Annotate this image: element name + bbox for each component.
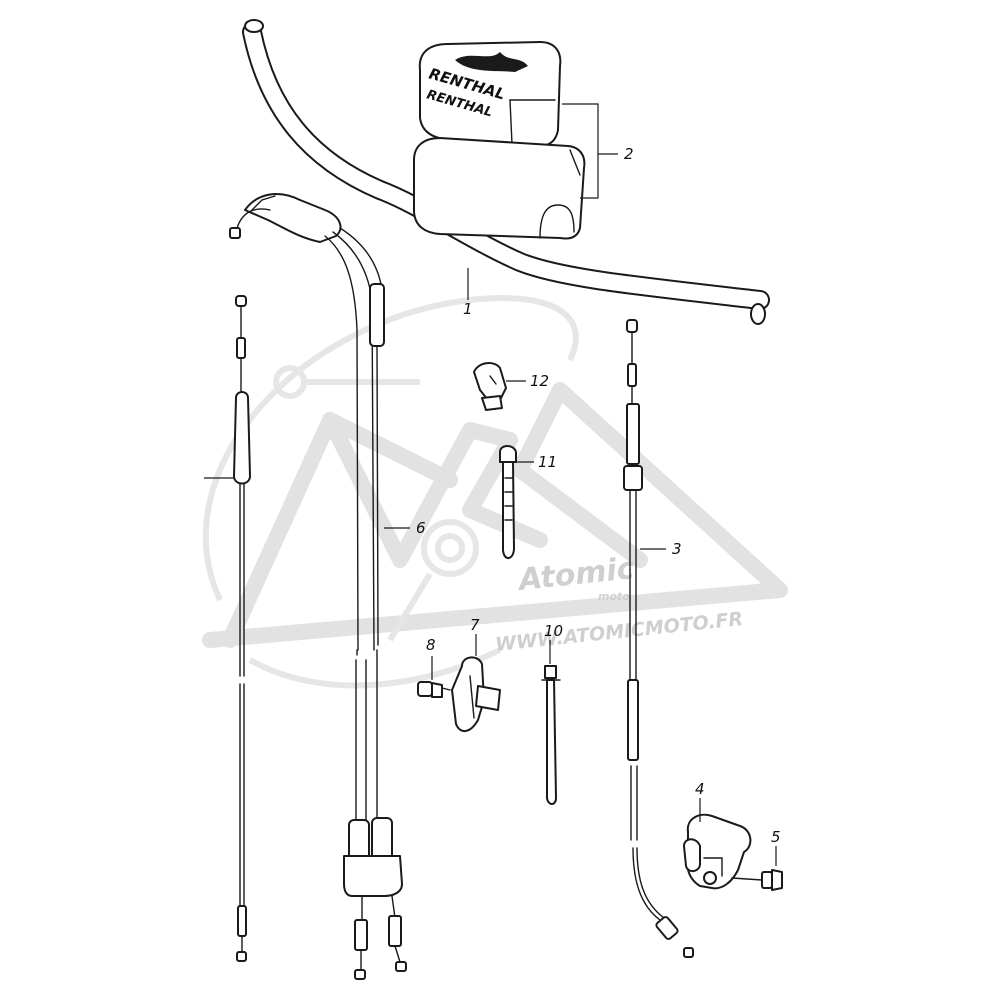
callout-12: 12 bbox=[530, 372, 549, 390]
clutch-cable bbox=[623, 319, 694, 958]
cable-tie-11 bbox=[541, 665, 561, 805]
watermark-logo: Atomic moto WWW.ATOMICMOTO.FR bbox=[202, 295, 788, 689]
callout-2-leader bbox=[562, 103, 618, 199]
clutch-lever-bracket bbox=[683, 813, 752, 890]
callout-11: 10 bbox=[544, 622, 563, 640]
bolt-8 bbox=[417, 681, 451, 698]
callout-8: 8 bbox=[426, 636, 436, 654]
callout-4: 4 bbox=[695, 780, 705, 798]
callout-1: 1 bbox=[463, 300, 473, 318]
callout-2: 2 bbox=[624, 145, 634, 163]
cable-tie-10 bbox=[499, 445, 517, 559]
callout-7: 7 bbox=[470, 616, 480, 634]
bar-pad-foam bbox=[413, 137, 586, 240]
callout-6: 6 bbox=[416, 519, 426, 537]
cable-clamp bbox=[473, 362, 507, 411]
cable-guide bbox=[451, 656, 501, 732]
watermark-logo-sub: moto bbox=[598, 590, 630, 603]
bar-pad-cover: RENTHAL RENTHAL bbox=[418, 41, 562, 148]
callout-3: 3 bbox=[672, 540, 682, 558]
bolt-5 bbox=[731, 869, 783, 891]
callout-10: 11 bbox=[538, 453, 557, 471]
throttle-cables bbox=[229, 193, 407, 980]
choke-cable bbox=[233, 295, 251, 962]
callout-5: 5 bbox=[771, 828, 781, 846]
